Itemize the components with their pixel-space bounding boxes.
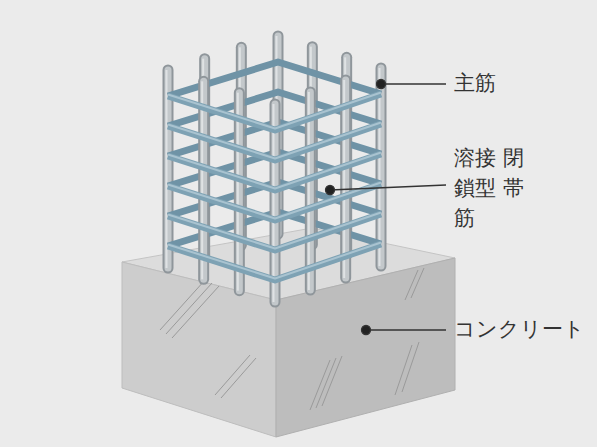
hoop-tie — [168, 93, 381, 129]
main-bar — [166, 70, 168, 268]
hoop-tie — [168, 153, 381, 189]
hoop-tie — [168, 123, 381, 159]
leader-lines — [326, 80, 447, 335]
main-bar — [272, 104, 279, 302]
main-bar — [270, 104, 281, 302]
hoop-label: 溶接 閉鎖型 帯筋 — [454, 143, 524, 233]
main-bar — [273, 104, 275, 302]
hoop-tie — [168, 154, 381, 190]
hoop-tie — [168, 244, 381, 280]
rebar-cage — [167, 36, 382, 302]
hoop-tie — [168, 183, 381, 219]
hoop-tie — [168, 214, 381, 250]
concrete-label: コンクリート — [454, 314, 585, 344]
hoop-tie — [168, 243, 381, 279]
main-bar — [201, 81, 203, 279]
hoop-tie — [168, 213, 381, 249]
hoop-tie — [168, 94, 381, 130]
main-bar — [237, 93, 239, 291]
bar-label: 主筋 — [454, 68, 496, 98]
hoop-tie — [168, 124, 381, 160]
